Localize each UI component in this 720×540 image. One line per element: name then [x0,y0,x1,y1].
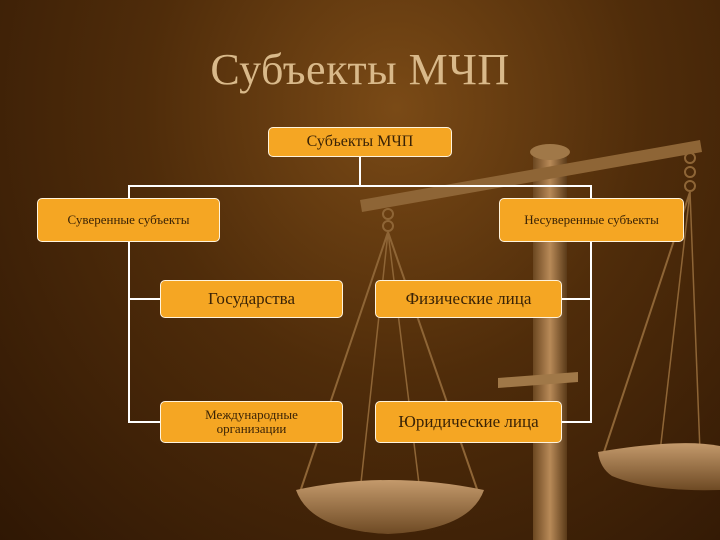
international-organizations-node: Международные организации [160,401,343,443]
root-node: Субъекты МЧП [268,127,452,157]
connector-right-spine [590,241,592,423]
connector-left-child-1 [128,298,161,300]
natural-persons-node: Физические лица [375,280,562,318]
connector-left-spine [128,241,130,423]
connector-left-child-2 [128,421,161,423]
connector-root-down [359,156,361,186]
connector-right-child-2 [561,421,592,423]
states-node: Государства [160,280,343,318]
connector-right-child-1 [561,298,592,300]
sovereign-subjects-node: Суверенные субъекты [37,198,220,242]
connector-right-down [590,185,592,199]
slide-title: Субъекты МЧП [210,45,510,94]
legal-entities-node: Юридические лица [375,401,562,443]
connector-left-down [128,185,130,199]
non-sovereign-subjects-node: Несуверенные субъекты [499,198,684,242]
connector-horizontal [128,185,592,187]
